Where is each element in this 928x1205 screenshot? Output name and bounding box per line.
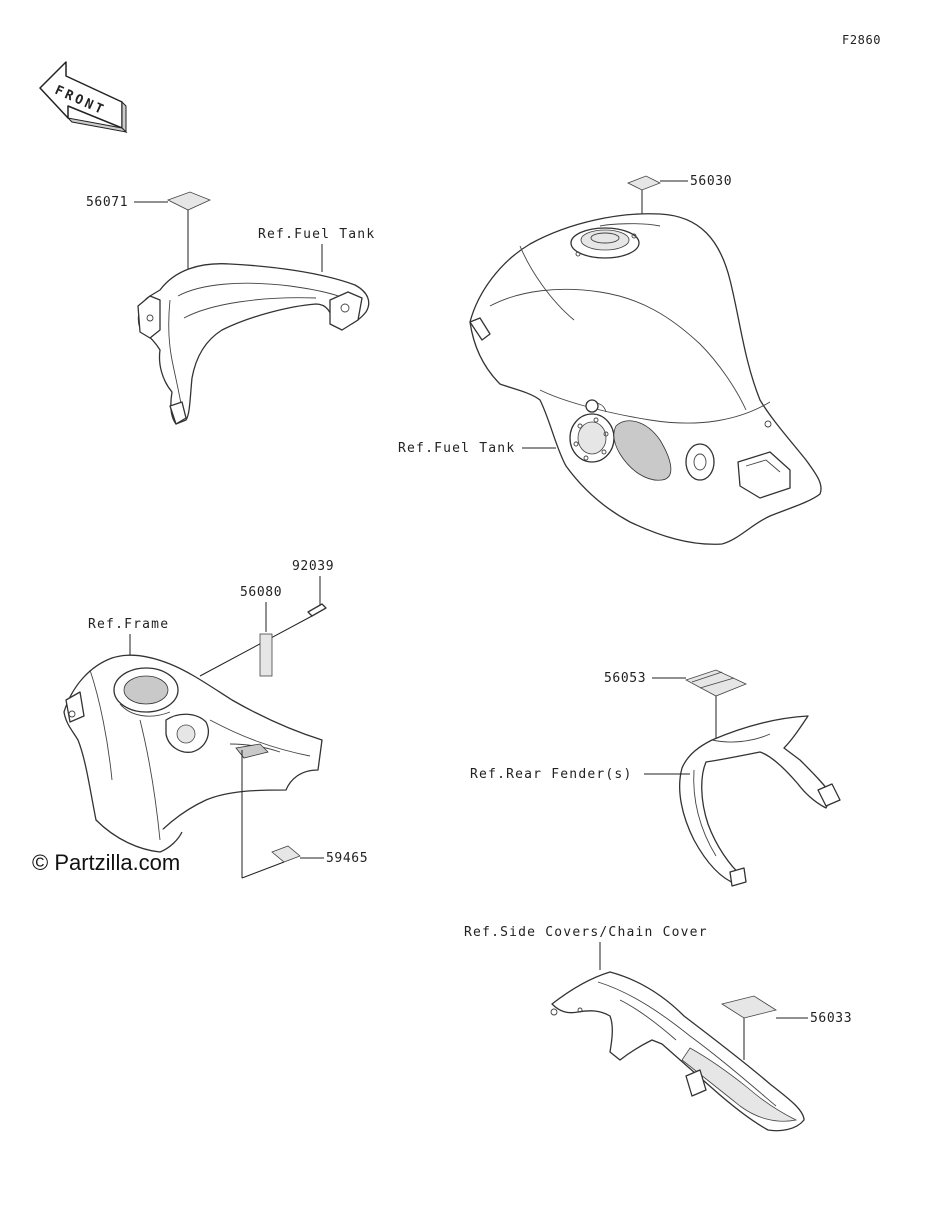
upper-cowl-bracket: 56071 Ref.Fuel Tank — [86, 191, 375, 425]
part-number-56030: 56030 — [690, 174, 732, 189]
ref-rear-fender-label: Ref.Rear Fender(s) — [470, 767, 632, 782]
part-number-56080: 56080 — [240, 585, 282, 600]
rivet-92039-icon — [307, 603, 327, 617]
front-arrow-icon: FRONT — [39, 61, 128, 134]
plate-56080-icon — [259, 633, 273, 677]
part-number-56071: 56071 — [86, 195, 128, 210]
ref-fuel-tank-top-label: Ref.Fuel Tank — [258, 227, 375, 242]
decal-56030-icon — [627, 175, 661, 191]
part-number-56033: 56033 — [810, 1011, 852, 1026]
decal-56071-icon — [166, 191, 212, 211]
part-number-92039: 92039 — [292, 559, 334, 574]
part-number-59465: 59465 — [326, 851, 368, 866]
ref-fuel-tank-side-label: Ref.Fuel Tank — [398, 441, 515, 456]
part-number-56053: 56053 — [604, 671, 646, 686]
frame-assembly: Ref.Frame 92039 56080 59465 — [63, 559, 368, 879]
decal-59465-icon — [271, 845, 301, 863]
figure-code: F2860 — [842, 33, 881, 47]
rear-fender: 56053 Ref.Rear Fender(s) — [470, 669, 841, 887]
fuel-tank: 56030 Ref.Fuel Tank — [398, 174, 822, 545]
ref-frame-label: Ref.Frame — [88, 617, 169, 632]
chain-cover: Ref.Side Covers/Chain Cover 56033 — [464, 925, 852, 1132]
ref-side-covers-label: Ref.Side Covers/Chain Cover — [464, 925, 708, 940]
watermark-text: © Partzilla.com — [32, 850, 180, 875]
decal-56033-icon — [720, 995, 778, 1019]
